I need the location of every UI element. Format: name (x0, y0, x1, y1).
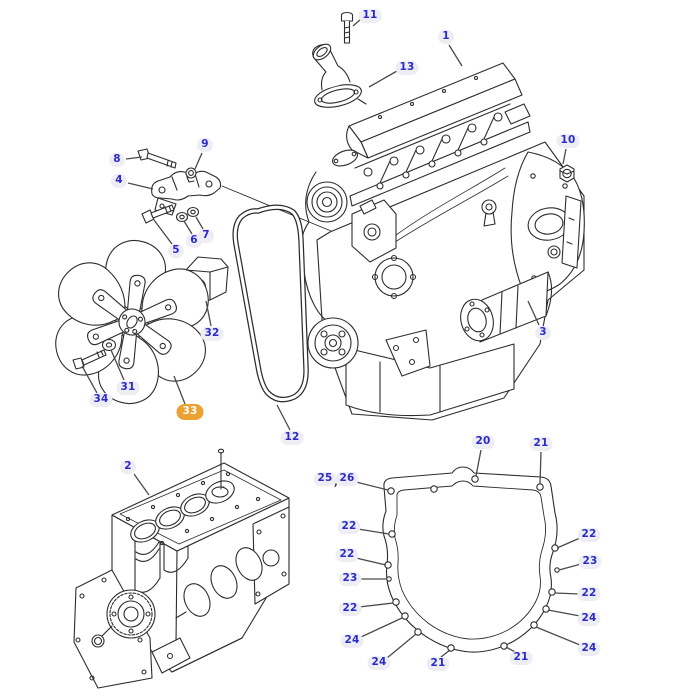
callout-badge-3[interactable]: 3 (535, 326, 551, 340)
belt-art-12 (232, 204, 309, 403)
bolt-art-34 (72, 349, 107, 370)
callout-badge-24[interactable]: 24 (577, 612, 601, 626)
callout-badge-23[interactable]: 23 (338, 572, 362, 586)
callout-badge-22[interactable]: 22 (577, 587, 601, 601)
callout-badge-22[interactable]: 22 (337, 520, 361, 534)
backplate-gasket-art (382, 466, 560, 653)
water-pump-pulley-art (306, 181, 348, 223)
callout-badge-22[interactable]: 22 (577, 528, 601, 542)
washer-art-6 (175, 211, 189, 223)
callout-badge-8[interactable]: 8 (109, 153, 125, 167)
callout-badge-22[interactable]: 22 (338, 602, 362, 616)
callout-badge-5[interactable]: 5 (168, 244, 184, 258)
callout-badge-31[interactable]: 31 (116, 381, 140, 395)
valve-gear-art (363, 112, 509, 245)
short-block-art-2 (73, 448, 290, 689)
elbow-art-13 (312, 43, 367, 108)
callout-badge-21[interactable]: 21 (509, 651, 533, 665)
callout-badge-4[interactable]: 4 (111, 174, 127, 188)
engine-assembly-art (300, 62, 585, 421)
washer-art-7 (186, 206, 200, 218)
callout-badge-24[interactable]: 24 (367, 656, 391, 670)
callout-badge-20[interactable]: 20 (471, 435, 495, 449)
callout-badge-9[interactable]: 9 (197, 138, 213, 152)
callout-badge-7[interactable]: 7 (198, 229, 214, 243)
callout-badge-24[interactable]: 24 (577, 642, 601, 656)
bolt-art-11 (340, 11, 354, 44)
crank-pulley-art (307, 317, 359, 369)
callout-badge-32[interactable]: 32 (200, 327, 224, 341)
callout-badge-24[interactable]: 24 (340, 634, 364, 648)
callout-badge-21[interactable]: 21 (426, 657, 450, 671)
fan-art-33 (46, 236, 218, 408)
callout-badge-13[interactable]: 13 (395, 61, 419, 75)
callout-badge-26[interactable]: 26 (335, 472, 359, 486)
callout-badge-21[interactable]: 21 (529, 437, 553, 451)
washer-art-31 (101, 338, 117, 352)
callout-badge-22[interactable]: 22 (335, 548, 359, 562)
callout-badge-23[interactable]: 23 (578, 555, 602, 569)
callout-badge-12[interactable]: 12 (280, 431, 304, 445)
callout-badge-34[interactable]: 34 (89, 393, 113, 407)
bolt-art-5 (141, 204, 175, 224)
callout-badge-11[interactable]: 11 (358, 9, 382, 23)
callout-badge-1[interactable]: 1 (438, 30, 454, 44)
callout-badge-33[interactable]: 33 (176, 404, 204, 420)
callout-badge-25[interactable]: 25 (313, 472, 337, 486)
starter-motor-art (460, 271, 553, 343)
stud-art-9 (185, 167, 197, 183)
callout-badge-2[interactable]: 2 (120, 460, 136, 474)
bolt-art-8 (137, 148, 177, 169)
callout-badge-10[interactable]: 10 (556, 134, 580, 148)
nut-art-10 (559, 164, 575, 183)
